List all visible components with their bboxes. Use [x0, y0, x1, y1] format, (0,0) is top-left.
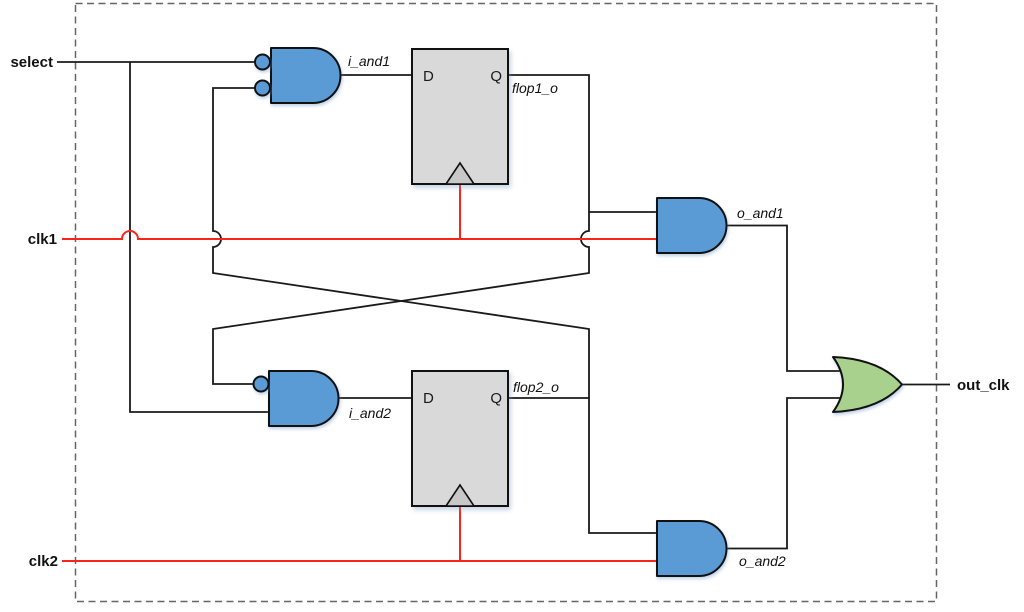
inverter-bubble-icon [254, 53, 271, 71]
net-label-oand1: o_and1 [737, 205, 784, 221]
inverter-bubble-icon [254, 79, 271, 97]
net-label-flop1o: flop1_o [512, 80, 558, 96]
oand2-and-gate [656, 520, 728, 577]
output-or-gate [832, 356, 903, 413]
flop2-q-pin-label: Q [490, 390, 502, 407]
inverter-bubble-icon [252, 375, 270, 393]
clock-edge-triangle-icon [444, 161, 476, 185]
net-label-flop2o: flop2_o [513, 379, 559, 395]
flop2-dff [411, 370, 509, 507]
flop1-d-pin-label: D [423, 68, 434, 85]
module-boundary [74, 2, 938, 603]
wire-flop2o-to-iand1 [212, 87, 590, 398]
wire-clk1 [62, 230, 658, 240]
net-label-oand2: o_and2 [739, 553, 786, 569]
wire-select-branch-to-iand2 [129, 62, 269, 413]
flop1-q-pin-label: Q [490, 68, 502, 85]
wire-oand2-to-or [726, 397, 848, 550]
iand1-and-gate [270, 47, 342, 104]
port-label-outclk: out_clk [957, 377, 1010, 394]
wire-flop2o-to-oand2 [508, 397, 657, 534]
flop2-d-pin-label: D [423, 390, 434, 407]
oand1-and-gate [656, 197, 728, 254]
port-label-clk1: clk1 [28, 231, 57, 248]
net-label-iand1: i_and1 [348, 53, 390, 69]
wire-oand1-to-or [726, 224, 848, 372]
flop1-dff [411, 48, 509, 185]
wire-flop1o-to-iand2 [212, 74, 590, 385]
port-label-select: select [10, 54, 53, 71]
clock-edge-triangle-icon [444, 483, 476, 507]
iand2-and-gate [268, 370, 340, 427]
port-label-clk2: clk2 [29, 553, 58, 570]
net-label-iand2: i_and2 [349, 405, 391, 421]
